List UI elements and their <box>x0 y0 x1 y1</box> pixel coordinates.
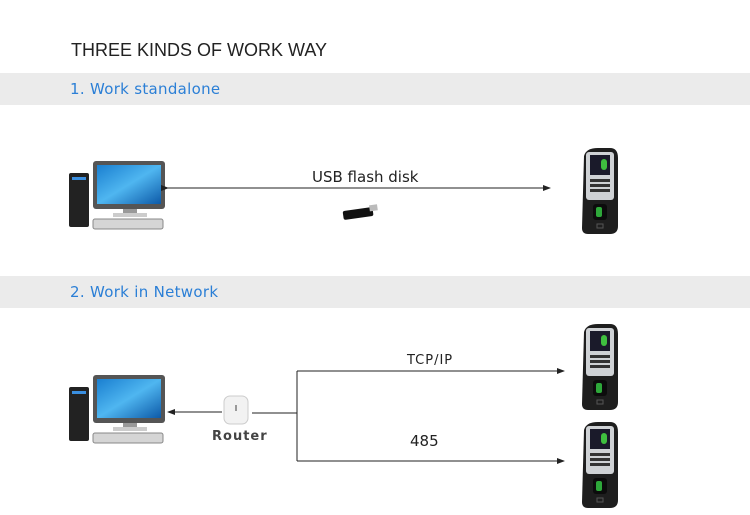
page-title: THREE KINDS OF WORK WAY <box>71 40 328 60</box>
rs485-label: 485 <box>410 432 439 450</box>
access-terminal-icon <box>581 323 619 411</box>
section-heading: 2. Work in Network <box>70 283 219 301</box>
access-terminal-icon <box>581 421 619 509</box>
computer-icon <box>68 160 166 230</box>
tcpip-label: TCP/IP <box>407 353 454 368</box>
router-icon <box>223 395 249 425</box>
usb-flash-disk-icon <box>342 204 378 220</box>
access-terminal-icon <box>581 147 619 235</box>
usb-label: USB flash disk <box>312 168 419 186</box>
section-band-network: 2. Work in Network <box>0 276 750 308</box>
section-heading: 1. Work standalone <box>70 80 221 98</box>
section-band-standalone: 1. Work standalone <box>0 73 750 105</box>
router-label: Router <box>212 429 268 444</box>
computer-icon <box>68 374 166 444</box>
